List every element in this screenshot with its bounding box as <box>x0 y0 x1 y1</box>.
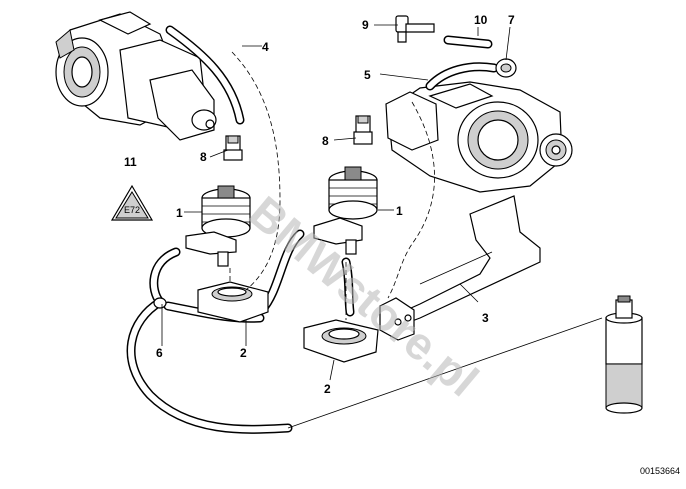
connector-8-center <box>353 115 373 145</box>
callout-5: 5 <box>364 68 371 82</box>
callout-3: 3 <box>482 311 489 325</box>
clamp-7 <box>495 58 517 78</box>
callout-labels: 1 1 2 2 3 4 5 6 7 8 8 9 10 11 <box>124 13 515 396</box>
callout-2-center: 2 <box>324 382 331 396</box>
callout-6: 6 <box>156 346 163 360</box>
warning-triangle: E72 <box>110 184 154 221</box>
connector-8-left <box>223 135 243 161</box>
warning-label: E72 <box>124 205 140 215</box>
leader-lines <box>161 24 603 429</box>
fitting-9 <box>395 15 435 43</box>
idle-valve-center <box>313 166 378 255</box>
fuel-filter <box>605 295 643 414</box>
callout-2-left: 2 <box>240 346 247 360</box>
callout-1-left: 1 <box>176 206 183 220</box>
bracket-3 <box>379 195 541 341</box>
callout-4: 4 <box>262 40 269 54</box>
reference-number: 00153664 <box>640 466 680 476</box>
callout-9: 9 <box>362 18 369 32</box>
callout-8-center: 8 <box>322 134 329 148</box>
hose-4 <box>165 25 245 125</box>
callout-7: 7 <box>508 13 515 27</box>
rubber-mount-2-center <box>303 319 379 363</box>
callout-11: 11 <box>124 155 137 169</box>
callout-8-left: 8 <box>200 150 207 164</box>
hose-5 <box>425 62 499 91</box>
idle-valve-left <box>185 185 251 267</box>
throttle-body-right <box>385 81 573 193</box>
rubber-mount-2-left <box>197 281 269 323</box>
callout-1-center: 1 <box>396 204 403 218</box>
callout-10: 10 <box>474 13 488 27</box>
throttle-body-left <box>55 11 217 141</box>
tube-10 <box>443 35 493 49</box>
